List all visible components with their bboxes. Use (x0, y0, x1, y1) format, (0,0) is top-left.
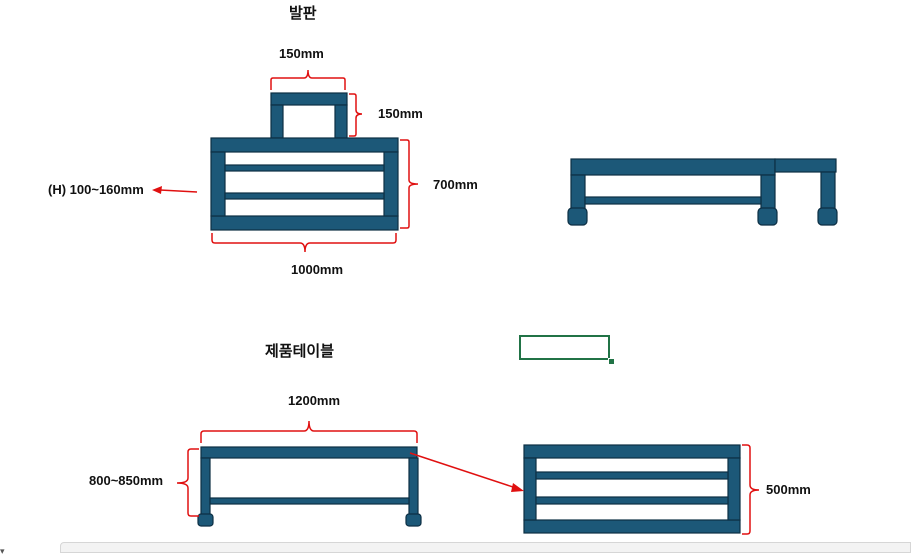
selected-cell[interactable] (519, 335, 610, 360)
formula-bar[interactable] (60, 542, 911, 553)
table-width-label: 1200mm (288, 393, 341, 408)
brace-table-width (200, 420, 418, 443)
arrow-step-height (159, 189, 198, 193)
step-adjust-height-label: (H) 100~160mm (48, 182, 144, 197)
arrow-heads (152, 186, 524, 492)
dimension-lines (159, 69, 760, 535)
brace-table-height (176, 448, 199, 517)
brace-step-top-height (349, 93, 363, 137)
step-title: 발판 (289, 4, 317, 22)
step-width-label: 1000mm (291, 262, 344, 277)
brace-step-width (211, 233, 397, 253)
table-depth-label: 500mm (766, 482, 811, 497)
step-top-height-label: 150mm (378, 106, 423, 121)
table-front-view[interactable] (197, 446, 422, 527)
step-top-width-label: 150mm (279, 46, 324, 61)
table-height-label: 800~850mm (89, 473, 164, 488)
step-side-height-label: 700mm (433, 177, 478, 192)
brace-table-depth (742, 444, 760, 535)
arrow-table-link (409, 452, 517, 489)
step-top-view[interactable] (210, 92, 399, 231)
step-side-view[interactable] (567, 158, 838, 226)
table-top-view[interactable] (523, 444, 741, 534)
brace-step-top-width (270, 69, 346, 90)
name-box-dropdown-icon[interactable]: ▾ (0, 546, 5, 556)
brace-step-side-height (400, 139, 419, 229)
fill-handle[interactable] (608, 358, 615, 365)
table-title: 제품테이블 (265, 342, 335, 360)
